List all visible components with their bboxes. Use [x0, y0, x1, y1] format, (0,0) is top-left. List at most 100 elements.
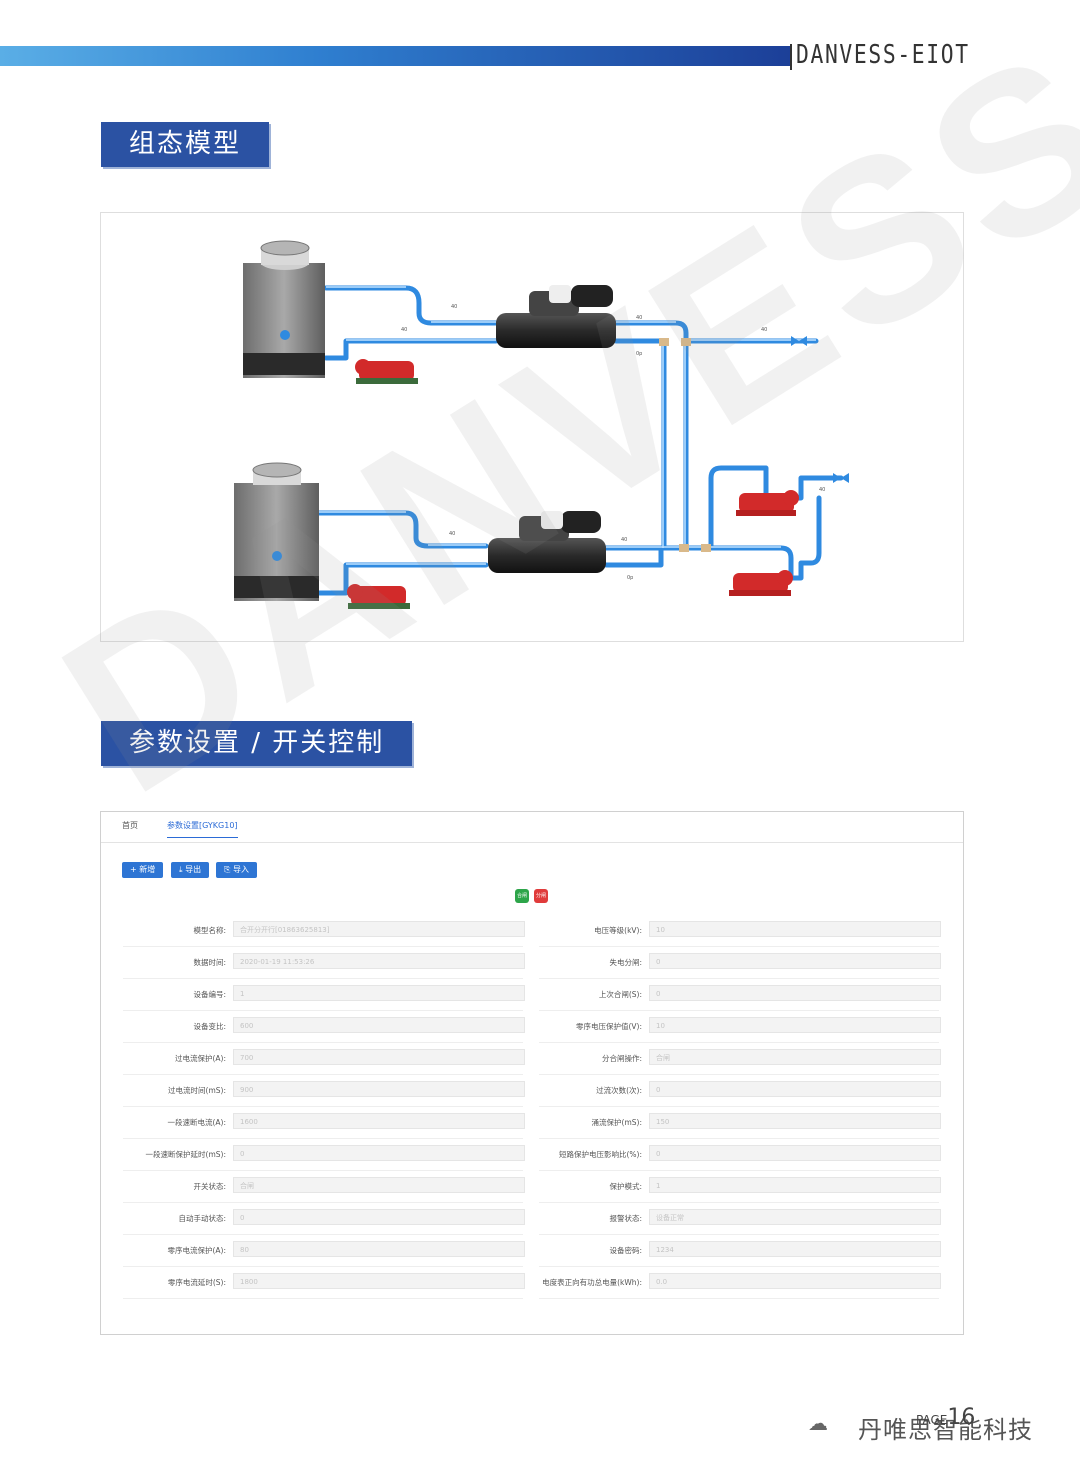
field-label: 零序电压保护值(V):	[575, 1022, 642, 1031]
pump-3	[736, 490, 799, 516]
switch-off-icon[interactable]: 分闸	[534, 889, 548, 903]
form-row: 零序电压保护值(V): 10	[539, 1010, 941, 1043]
hvac-diagram-svg: 40 40 40 0p 40 40 40 0p 40	[234, 240, 849, 609]
field-label: 失电分闸:	[609, 958, 642, 967]
field-input[interactable]: 2020-01-19 11:53:26	[233, 953, 525, 969]
field-label: 分合闸操作:	[601, 1054, 642, 1063]
form-row: 过电流保护(A): 700	[123, 1042, 525, 1075]
field-input[interactable]: 0.0	[649, 1273, 941, 1289]
field-label: 过流次数(次):	[596, 1086, 642, 1095]
field-label: 开关状态:	[193, 1182, 226, 1191]
pump-2	[347, 584, 410, 609]
section-title-params: 参数设置 / 开关控制	[101, 721, 413, 766]
pipe-labels: 40 40 40 0p 40 40 40 0p 40	[401, 304, 825, 581]
pipe-label: 40	[636, 315, 642, 321]
field-input[interactable]: 700	[233, 1049, 525, 1065]
form-row: 分合闸操作: 合闸	[539, 1042, 941, 1075]
pipe-label: 40	[449, 531, 455, 537]
field-input[interactable]: 合闸	[649, 1049, 941, 1065]
add-button[interactable]: + 新增	[122, 862, 164, 878]
brand-name: DANVESS-EIOT	[796, 40, 970, 70]
field-input[interactable]: 1234	[649, 1241, 941, 1257]
field-input[interactable]: 80	[233, 1241, 525, 1257]
field-input[interactable]: 0	[649, 1145, 941, 1161]
field-input[interactable]: 0	[649, 1081, 941, 1097]
field-label: 一段速断电流(A):	[167, 1118, 226, 1127]
form-row: 零序电流保护(A): 80	[123, 1234, 525, 1267]
export-button[interactable]: ⤓ 导出	[171, 862, 210, 878]
field-input[interactable]: 合开分开行[01863625813]	[233, 921, 525, 937]
valves	[659, 338, 711, 552]
field-label: 设备变比:	[193, 1022, 226, 1031]
field-label: 保护模式:	[609, 1182, 642, 1191]
params-form-panel: 首页 参数设置[GYKG10] + 新增 ⤓ 导出 ⎘ 导入 合闸 分闸 模型名…	[100, 811, 964, 1335]
form-row: 一段速断保护延时(mS): 0	[123, 1138, 525, 1171]
page-number: 16	[947, 1405, 976, 1430]
field-label: 数据时间:	[193, 958, 226, 967]
form-row: 保护模式: 1	[539, 1170, 941, 1203]
header-gradient-bar	[0, 46, 790, 66]
tab-home[interactable]: 首页	[122, 821, 138, 830]
form-row: 上次合闸(S): 0	[539, 978, 941, 1011]
form-row: 设备编号: 1	[123, 978, 525, 1011]
header-separator	[790, 44, 792, 70]
pipe-label: 40	[401, 327, 407, 333]
form-row: 过电流时间(mS):900	[123, 1074, 525, 1107]
field-input[interactable]: 900	[233, 1081, 525, 1097]
pipe-label: 40	[761, 327, 767, 333]
field-input[interactable]: 0	[233, 1209, 525, 1225]
pump-1	[355, 359, 418, 384]
pipe-label: 40	[451, 304, 457, 310]
section-title-config-model: 组态模型	[101, 122, 270, 167]
cooling-tower-2	[234, 462, 319, 601]
field-input[interactable]: 1	[233, 985, 525, 1001]
field-label: 上次合闸(S):	[598, 990, 642, 999]
outlet-valves	[791, 336, 849, 483]
field-input[interactable]: 150	[649, 1113, 941, 1129]
form-row: 设备密码:1234	[539, 1234, 941, 1267]
form-row: 电压等级(kV): 10	[539, 914, 941, 947]
field-label: 短路保护电压影响比(%):	[558, 1150, 642, 1159]
field-label: 过电流保护(A):	[174, 1054, 226, 1063]
form-row: 过流次数(次): 0	[539, 1074, 941, 1107]
switch-on-icon[interactable]: 合闸	[515, 889, 529, 903]
field-input[interactable]: 0	[233, 1145, 525, 1161]
tab-bar: 首页 参数设置[GYKG10]	[101, 812, 963, 843]
field-input[interactable]: 0	[649, 953, 941, 969]
form-row: 电度表正向有功总电量(kWh): 0.0	[539, 1266, 941, 1299]
pipe-label: 40	[621, 537, 627, 543]
tab-params[interactable]: 参数设置[GYKG10]	[167, 820, 238, 838]
pipe-label: 0p	[627, 575, 633, 581]
field-label: 电压等级(kV):	[594, 926, 642, 935]
field-input[interactable]: 600	[233, 1017, 525, 1033]
field-label: 电度表正向有功总电量(kWh):	[542, 1278, 642, 1287]
field-input[interactable]: 1800	[233, 1273, 525, 1289]
pipe-label: 40	[819, 487, 825, 493]
field-input[interactable]: 合闸	[233, 1177, 525, 1193]
form-row: 开关状态: 合闸	[123, 1170, 525, 1203]
field-input[interactable]: 10	[649, 921, 941, 937]
footer-company-name: 丹唯思智能科技	[858, 1416, 1033, 1444]
field-label: 一段速断保护延时(mS):	[145, 1150, 226, 1159]
chiller-1	[496, 285, 616, 348]
form-row: 设备变比: 600	[123, 1010, 525, 1043]
field-label: 报警状态:	[609, 1214, 642, 1223]
field-label: 自动手动状态:	[178, 1214, 226, 1223]
field-input[interactable]: 0	[649, 985, 941, 1001]
config-model-diagram: 40 40 40 0p 40 40 40 0p 40	[100, 212, 964, 642]
field-label: 设备编号:	[193, 990, 226, 999]
pumps	[347, 359, 799, 609]
field-label: 零序电流延时(S):	[167, 1278, 226, 1287]
field-label: 零序电流保护(A):	[167, 1246, 226, 1255]
field-input[interactable]: 设备正常	[649, 1209, 941, 1225]
form-row: 自动手动状态: 0	[123, 1202, 525, 1235]
field-input[interactable]: 1600	[233, 1113, 525, 1129]
form-row: 模型名称: 合开分开行[01863625813]	[123, 914, 525, 947]
field-input[interactable]: 1	[649, 1177, 941, 1193]
form-row: 零序电流延时(S): 1800	[123, 1266, 525, 1299]
import-button[interactable]: ⎘ 导入	[216, 862, 257, 878]
field-input[interactable]: 10	[649, 1017, 941, 1033]
form-row: 一段速断电流(A): 1600	[123, 1106, 525, 1139]
footer-page-number: PAGE16	[916, 1405, 975, 1430]
field-label: 模型名称:	[193, 926, 226, 935]
